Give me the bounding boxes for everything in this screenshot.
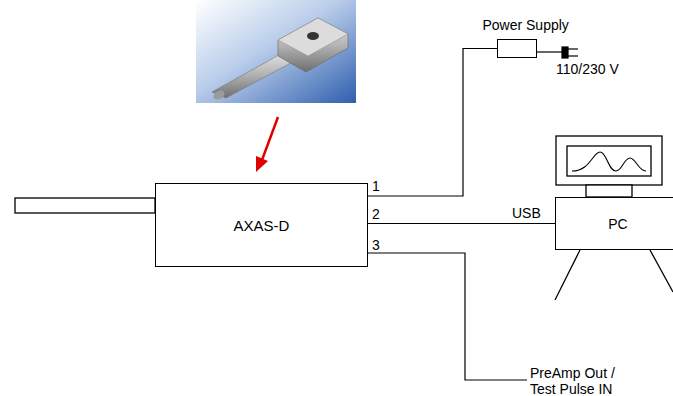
- power-supply-box: Power Supply: [497, 39, 537, 58]
- box-label: PC: [608, 216, 627, 232]
- device-box: AXAS-D: [155, 183, 368, 267]
- product-photo: [196, 0, 356, 103]
- voltage-label: 110/230 V: [556, 61, 619, 77]
- cable: [368, 223, 555, 224]
- box-heading: Power Supply: [482, 17, 568, 33]
- pc-box: PC: [555, 197, 673, 250]
- mains-plug: [537, 47, 578, 58]
- callout-number: 2: [372, 206, 380, 222]
- pointer-arrow: [256, 117, 278, 172]
- callout-number: 3: [372, 237, 380, 253]
- box-label: AXAS-D: [234, 217, 290, 234]
- probe-tube: [15, 198, 155, 213]
- signal-name: PreAmp Out / Test Pulse IN: [530, 365, 630, 396]
- port-label: USB: [512, 205, 541, 221]
- cable: [368, 49, 497, 197]
- signal-wire: [368, 253, 527, 380]
- callout-number: 1: [372, 178, 380, 194]
